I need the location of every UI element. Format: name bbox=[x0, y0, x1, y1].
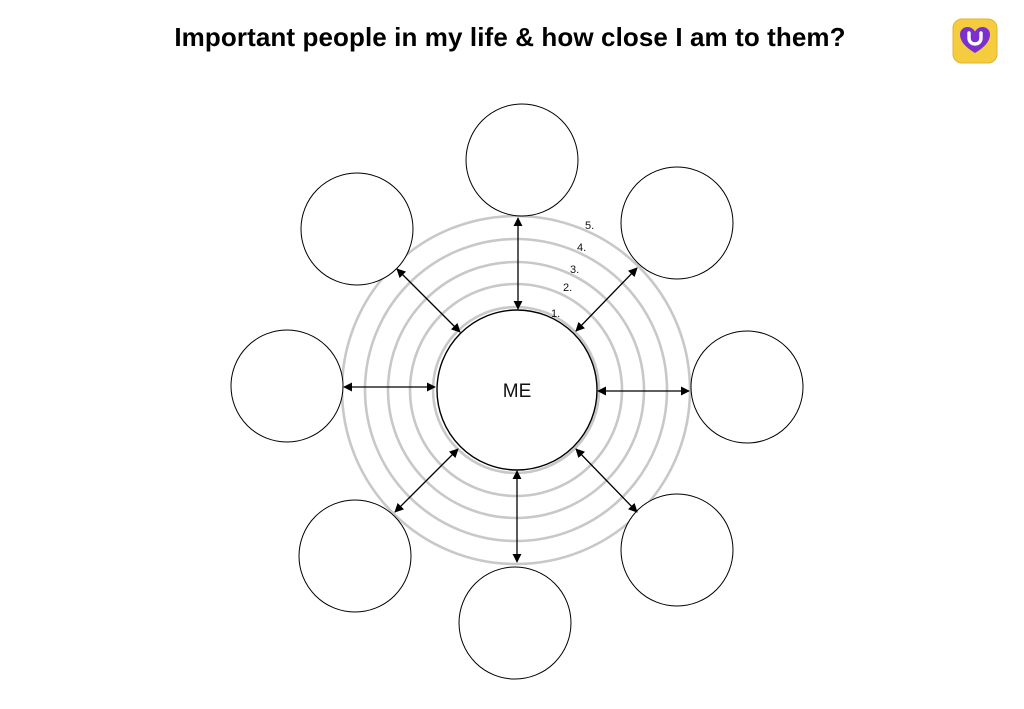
ring-label-1: 1. bbox=[551, 308, 560, 320]
page-title: Important people in my life & how close … bbox=[174, 22, 846, 52]
app-logo bbox=[952, 18, 998, 64]
center-label: ME bbox=[503, 381, 532, 402]
person-circle-right[interactable] bbox=[690, 330, 804, 444]
connector-arrow-bottom-right bbox=[575, 448, 638, 513]
person-circle-bottom-left[interactable] bbox=[298, 499, 412, 613]
person-circle-bottom-right[interactable] bbox=[620, 493, 734, 607]
connector-arrow-bottom-left bbox=[394, 448, 459, 513]
person-circle-top-right[interactable] bbox=[620, 166, 734, 280]
person-circle-top[interactable] bbox=[465, 103, 579, 217]
ring-label-3: 3. bbox=[570, 264, 579, 276]
ring-label-2: 2. bbox=[563, 282, 572, 294]
person-circle-top-left[interactable] bbox=[300, 172, 414, 286]
center-circle-me[interactable] bbox=[436, 309, 598, 471]
person-circle-left[interactable] bbox=[230, 329, 344, 443]
ring-label-5: 5. bbox=[585, 220, 594, 232]
person-circle-bottom[interactable] bbox=[458, 566, 572, 680]
ring-label-4: 4. bbox=[577, 242, 586, 254]
connector-arrow-top-left bbox=[396, 268, 461, 333]
connector-arrow-top-right bbox=[575, 267, 638, 332]
heart-u-logo-icon bbox=[952, 18, 998, 64]
